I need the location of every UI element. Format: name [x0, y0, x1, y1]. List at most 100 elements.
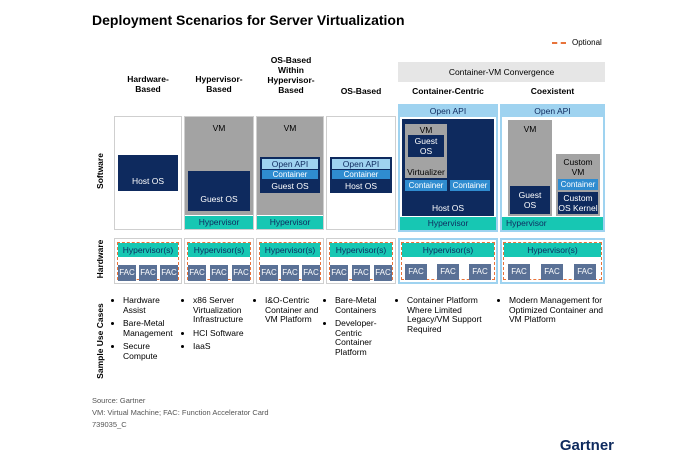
custom-vm-label: Custom VM	[563, 157, 593, 177]
hardware-cell-container-centric: Hypervisor(s) FAC FAC FAC	[398, 238, 498, 284]
host-os-block: Host OS	[118, 155, 178, 191]
open-api-block: Open API	[262, 159, 318, 169]
use-cases-os-within-hypervisor: I&O-Centric Container and VM Platform	[256, 295, 326, 329]
os-stack: Open API Container Guest OS	[260, 157, 320, 193]
host-os-label: Host OS	[344, 181, 378, 191]
use-case-item: Modern Management for Optimized Containe…	[509, 295, 606, 325]
fac-card: FAC	[330, 265, 348, 281]
guest-os-label: Guest OS	[271, 181, 309, 191]
fac-card: FAC	[437, 264, 459, 280]
use-case-item: I&O-Centric Container and VM Platform	[265, 295, 326, 325]
custom-os-kernel-block: Custom OS Kernel	[558, 192, 598, 214]
hypervisor-bar: Hypervisor	[185, 216, 253, 229]
use-case-item: HCI Software	[193, 328, 256, 339]
fac-card: FAC	[160, 265, 178, 281]
host-os-block: VM Guest OS Virtualizer Container Contai…	[402, 119, 494, 216]
fac-card: FAC	[210, 265, 228, 281]
fac-card: FAC	[469, 264, 491, 280]
heading-hardware-based: Hardware- Based	[127, 74, 169, 94]
container-block: Container	[405, 180, 447, 191]
fac-card: FAC	[232, 265, 250, 281]
dashed-line-icon	[552, 41, 566, 44]
hypervisors-bar: Hypervisor(s)	[188, 243, 250, 257]
guest-os-block: Guest OS	[510, 186, 550, 214]
hypervisor-bar: Hypervisor	[257, 216, 323, 229]
gartner-logo: Gartner	[559, 437, 614, 454]
virtualizer-label: Virtualizer	[407, 167, 445, 177]
figure-id: 739035_C	[92, 420, 127, 429]
open-api-block: Open API	[332, 159, 390, 169]
hardware-cell-os-based: Hypervisor(s) FAC FAC FAC	[326, 238, 396, 284]
hypervisor-bar: Hypervisor	[400, 217, 496, 230]
hardware-cell-os-within-hypervisor: Hypervisor(s) FAC FAC FAC	[256, 238, 324, 284]
hypervisors-bar: Hypervisor(s)	[260, 243, 320, 257]
guest-os-block: Guest OS	[408, 135, 444, 157]
heading-hypervisor-based: Hypervisor- Based	[195, 74, 243, 94]
hardware-cell-hardware-based: Hypervisor(s) FAC FAC FAC	[114, 238, 182, 284]
os-stack: Open API Container Host OS	[330, 157, 392, 193]
container-block: Container	[332, 170, 390, 179]
open-api-bar: Open API	[400, 106, 496, 117]
use-cases-hypervisor-based: x86 Server Virtualization Infrastructure…	[184, 295, 256, 356]
fac-card: FAC	[541, 264, 563, 280]
legend: Optional	[552, 38, 602, 47]
fac-card: FAC	[508, 264, 530, 280]
fac-card: FAC	[405, 264, 427, 280]
software-cell-container-centric: Open API VM Guest OS Virtualizer Contain…	[398, 104, 498, 232]
hypervisors-bar: Hypervisor(s)	[402, 243, 494, 257]
use-case-item: x86 Server Virtualization Infrastructure	[193, 295, 256, 325]
use-case-item: Bare-Metal Management	[123, 318, 184, 338]
guest-os-block: Guest OS	[188, 171, 250, 211]
use-cases-os-based: Bare-Metal ContainersDeveloper-Centric C…	[326, 295, 396, 361]
host-os-label: Host OS	[431, 203, 465, 213]
heading-os-within-hypervisor: OS-Based Within Hypervisor- Based	[267, 55, 315, 95]
fac-card: FAC	[302, 265, 320, 281]
use-case-item: Hardware Assist	[123, 295, 184, 315]
heading-container-centric: Container-Centric	[412, 86, 484, 96]
use-case-item: Developer-Centric Container Platform	[335, 318, 396, 357]
use-case-item: Bare-Metal Containers	[335, 295, 396, 315]
container-block: Container	[450, 180, 490, 191]
row-label-hardware: Hardware	[95, 239, 105, 279]
heading-coexistent: Coexistent	[530, 86, 575, 96]
use-cases-container-centric: Container Platform Where Limited Legacy/…	[398, 295, 498, 338]
hardware-cell-hypervisor-based: Hypervisor(s) FAC FAC FAC	[184, 238, 254, 284]
fac-card: FAC	[139, 265, 157, 281]
source-note: Source: Gartner	[92, 396, 146, 405]
fac-card: FAC	[374, 265, 392, 281]
container-block: Container	[558, 179, 598, 190]
use-case-item: Container Platform Where Limited Legacy/…	[407, 295, 498, 334]
use-cases-hardware-based: Hardware AssistBare-Metal ManagementSecu…	[114, 295, 184, 365]
vm-label: VM	[419, 125, 433, 135]
legend-label: Optional	[572, 38, 602, 47]
hypervisors-bar: Hypervisor(s)	[118, 243, 178, 257]
row-label-software: Software	[95, 153, 105, 189]
open-api-bar: Open API	[502, 106, 603, 117]
fac-card: FAC	[281, 265, 299, 281]
diagram-title: Deployment Scenarios for Server Virtuali…	[92, 12, 405, 28]
hypervisors-bar: Hypervisor(s)	[330, 243, 392, 257]
use-case-item: IaaS	[193, 341, 256, 352]
software-cell-coexistent: Open API VM Guest OS Custom VM Container…	[500, 104, 605, 232]
software-cell-os-within-hypervisor: VM Open API Container Guest OS Hyperviso…	[256, 116, 324, 230]
vm-block: VM Guest OS Virtualizer	[405, 124, 447, 178]
heading-os-based: OS-Based	[340, 86, 382, 96]
hypervisors-bar: Hypervisor(s)	[504, 243, 601, 257]
convergence-banner: Container-VM Convergence	[398, 62, 605, 82]
row-label-use-cases: Sample Use Cases	[95, 303, 105, 379]
fac-card: FAC	[188, 265, 206, 281]
fac-card: FAC	[574, 264, 596, 280]
hypervisor-bar: Hypervisor	[502, 217, 603, 230]
software-cell-hypervisor-based: VM Guest OS Hypervisor	[184, 116, 254, 230]
use-cases-coexistent: Modern Management for Optimized Containe…	[500, 295, 606, 329]
container-block: Container	[262, 170, 318, 179]
use-case-item: Secure Compute	[123, 341, 184, 361]
software-cell-os-based: Open API Container Host OS	[326, 116, 396, 230]
fac-card: FAC	[118, 265, 136, 281]
custom-vm-block: Custom VM Container Custom OS Kernel	[556, 154, 600, 216]
hardware-cell-coexistent: Hypervisor(s) FAC FAC FAC	[500, 238, 605, 284]
fac-card: FAC	[352, 265, 370, 281]
abbreviations-note: VM: Virtual Machine; FAC: Function Accel…	[92, 408, 269, 417]
fac-card: FAC	[260, 265, 278, 281]
software-cell-hardware-based: Host OS	[114, 116, 182, 230]
